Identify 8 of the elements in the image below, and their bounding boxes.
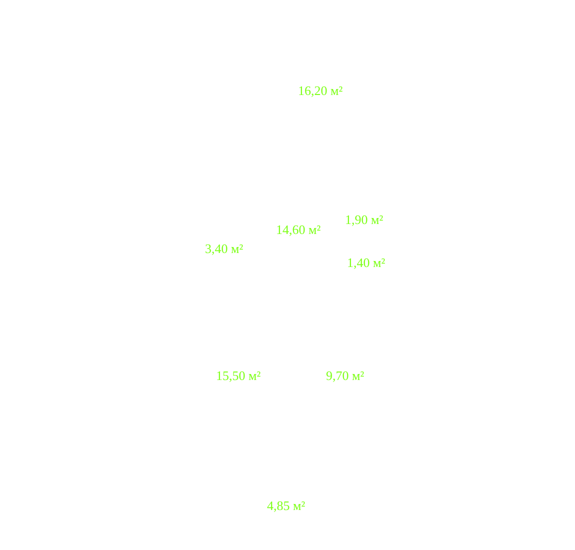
area-label: 16,20 м² bbox=[298, 84, 343, 98]
area-label: 15,50 м² bbox=[216, 369, 261, 383]
area-label: 9,70 м² bbox=[326, 369, 364, 383]
area-label: 14,60 м² bbox=[276, 223, 321, 237]
area-label: 4,85 м² bbox=[267, 499, 306, 513]
area-label: 1,40 м² bbox=[347, 256, 386, 270]
area-label: 3,40 м² bbox=[205, 242, 244, 256]
area-label: 1,90 м² bbox=[345, 213, 384, 227]
